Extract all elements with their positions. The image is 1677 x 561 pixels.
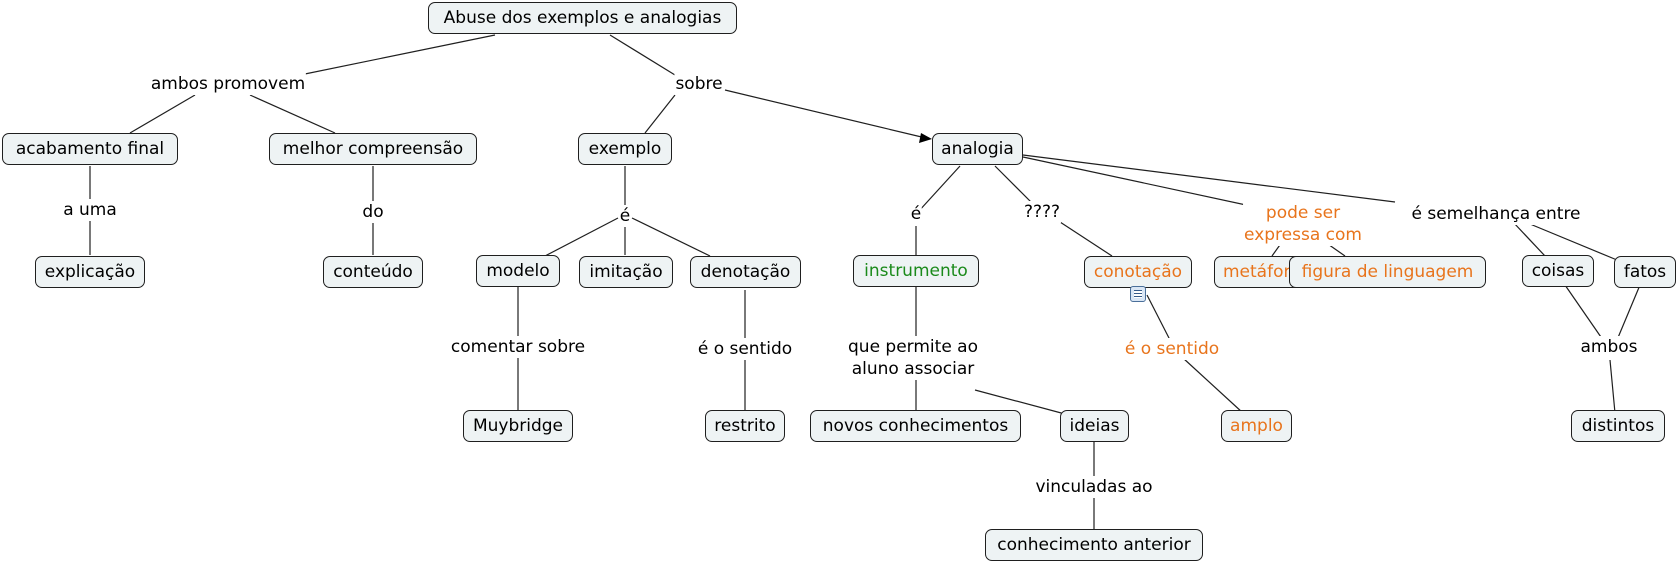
connector	[544, 217, 619, 257]
concept-novos-conhecimentos[interactable]: novos conhecimentos	[810, 410, 1021, 442]
concept-analogia[interactable]: analogia	[932, 133, 1023, 165]
connector	[609, 34, 676, 76]
concept-muybridge[interactable]: Muybridge	[463, 410, 573, 442]
resource-icon[interactable]	[1130, 286, 1146, 302]
connector	[1529, 223, 1618, 261]
connector	[1609, 359, 1616, 414]
connector	[917, 165, 961, 213]
concept-imitacao[interactable]: imitação	[579, 256, 673, 288]
concept-fatos[interactable]: fatos	[1614, 256, 1676, 288]
link-a-uma: a uma	[62, 199, 118, 221]
concept-explicacao[interactable]: explicação	[35, 256, 145, 288]
link-sentido-restrito: é o sentido	[696, 338, 794, 360]
concept-acabamento-final[interactable]: acabamento final	[2, 133, 178, 165]
arrowhead	[919, 133, 932, 143]
link-sentido-amplo: é o sentido	[1123, 338, 1221, 360]
concept-instrumento[interactable]: instrumento	[853, 255, 979, 287]
concept-amplo[interactable]: amplo	[1221, 410, 1292, 442]
concept-modelo[interactable]: modelo	[476, 255, 560, 287]
link-sobre: sobre	[674, 73, 724, 95]
connector	[1059, 221, 1113, 257]
connector	[299, 34, 496, 76]
concept-exemplo[interactable]: exemplo	[578, 133, 672, 165]
link-pode-ser: pode ser expressa com	[1243, 202, 1363, 246]
link-do: do	[361, 201, 385, 223]
connector	[1022, 156, 1261, 209]
connector	[1512, 221, 1546, 257]
connector	[129, 94, 196, 134]
connector	[1146, 294, 1171, 341]
concept-distintos[interactable]: distintos	[1571, 410, 1665, 442]
concept-conteudo[interactable]: conteúdo	[323, 256, 423, 288]
connector	[1182, 357, 1244, 414]
connector	[1022, 154, 1396, 203]
concept-coisas[interactable]: coisas	[1522, 255, 1594, 287]
concept-ideias[interactable]: ideias	[1060, 410, 1129, 442]
link-comentar-sobre: comentar sobre	[449, 336, 587, 358]
link-ambos: ambos	[1579, 336, 1639, 358]
concept-restrito[interactable]: restrito	[705, 410, 785, 442]
connector	[974, 389, 1066, 415]
connector	[249, 94, 336, 134]
connector	[724, 89, 931, 140]
link-e-exemplo: é	[618, 205, 632, 227]
link-semelhanca: é semelhança entre	[1410, 203, 1582, 225]
concept-melhor-compreensao[interactable]: melhor compreensão	[269, 133, 477, 165]
link-e-analogia: é	[909, 203, 923, 225]
link-interrogacao: ????	[1022, 201, 1062, 223]
link-permite: que permite ao aluno associar	[847, 336, 979, 380]
link-ambos-promovem: ambos promovem	[149, 73, 307, 95]
connector	[1564, 284, 1604, 341]
concept-abuse[interactable]: Abuse dos exemplos e analogias	[428, 2, 737, 34]
connector	[1616, 284, 1641, 341]
concept-figura-de-linguagem[interactable]: figura de linguagem	[1289, 256, 1486, 288]
link-vinculadas: vinculadas ao	[1034, 476, 1154, 498]
concept-conotacao[interactable]: conotação	[1084, 256, 1192, 288]
concept-denotacao[interactable]: denotação	[690, 256, 801, 288]
connector	[631, 217, 711, 257]
connector	[644, 94, 676, 134]
concept-conhecimento-anterior[interactable]: conhecimento anterior	[985, 529, 1203, 561]
connector	[994, 165, 1036, 207]
